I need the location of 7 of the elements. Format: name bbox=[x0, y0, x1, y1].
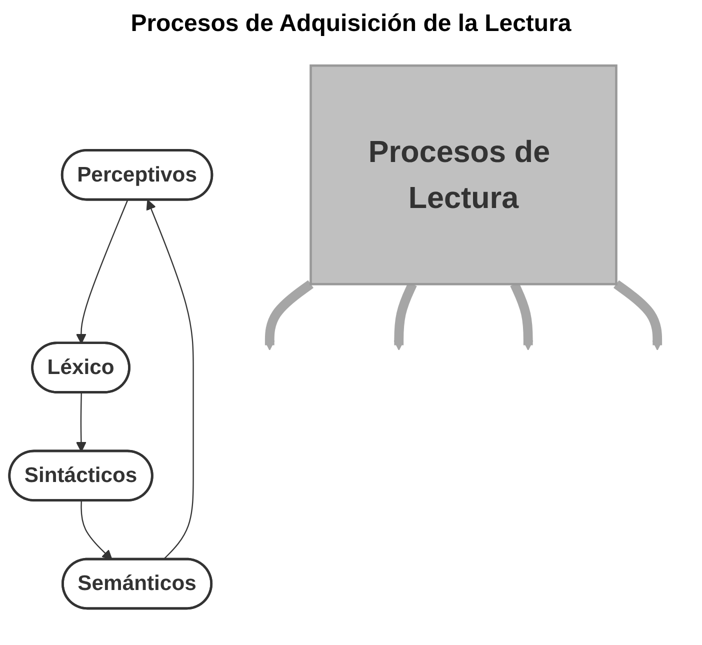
arrow bbox=[264, 280, 314, 350]
arrow bbox=[146, 200, 194, 560]
node-box: Procesos de Lectura bbox=[310, 64, 618, 286]
arrow bbox=[76, 200, 128, 344]
arrow bbox=[614, 280, 663, 350]
diagram-title: Procesos de Adquisición de la Lectura bbox=[130, 10, 572, 38]
arrow bbox=[80, 500, 112, 560]
